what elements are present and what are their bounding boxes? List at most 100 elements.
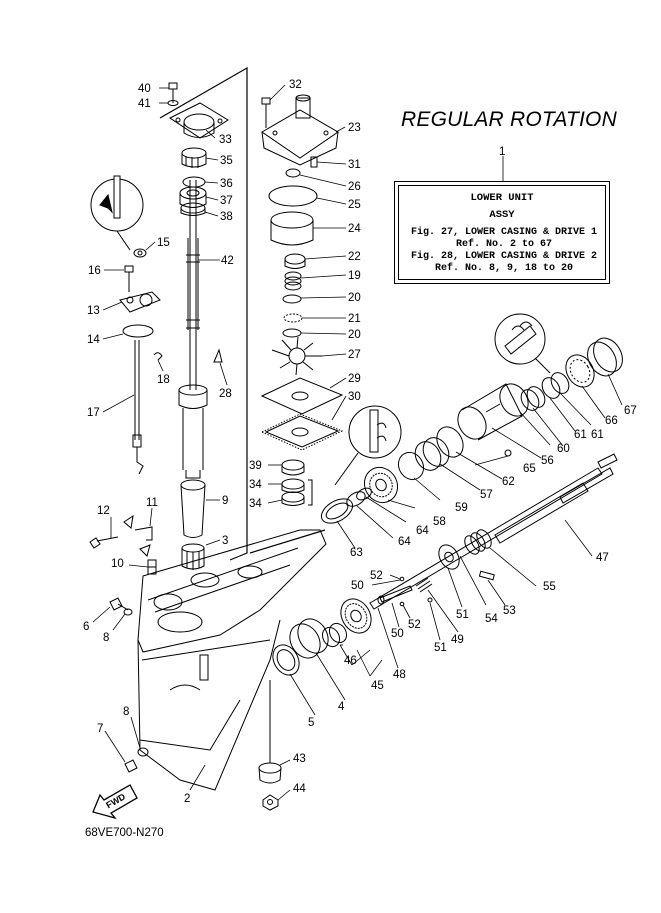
- part-label: 63: [350, 547, 363, 559]
- part-label: 46: [344, 655, 357, 667]
- ring-21: [283, 313, 303, 323]
- o-ring-14: [122, 324, 154, 338]
- key-28: [213, 348, 223, 363]
- part-label: 7: [97, 723, 103, 735]
- pin-65: [504, 449, 512, 457]
- nut-44: [262, 794, 279, 811]
- reverse-gear-48: [340, 598, 372, 634]
- part-label: 10: [111, 558, 124, 570]
- part-label: 33: [219, 134, 232, 146]
- pump-housing-23: [261, 94, 339, 166]
- part-label: 65: [523, 463, 536, 475]
- bracket-34: [308, 479, 313, 506]
- gasket-30: [260, 413, 344, 451]
- housing-33: [169, 102, 229, 139]
- shift-lever-13: [119, 291, 161, 313]
- part-label: 2: [184, 793, 190, 805]
- seal-22: [284, 253, 306, 269]
- part-label: 14: [87, 334, 100, 346]
- part-label: 64: [416, 525, 429, 537]
- part-label: 24: [348, 223, 361, 235]
- washer-20-b: [282, 328, 302, 338]
- diagram-code: 68VE700-N270: [85, 827, 164, 839]
- part-label: 53: [503, 605, 516, 617]
- part-label: 19: [348, 270, 361, 282]
- part-label: 37: [220, 195, 233, 207]
- bolt-16: [124, 265, 134, 292]
- part-label: 20: [348, 329, 361, 341]
- seal-37: [179, 186, 207, 208]
- bearing-3: [181, 543, 205, 570]
- part-label: 26: [348, 181, 361, 193]
- screw-12: [89, 536, 119, 549]
- plunger-50: [377, 585, 413, 605]
- part-label: 8: [123, 706, 129, 718]
- o-ring-25: [268, 185, 318, 207]
- part-label: 54: [485, 613, 498, 625]
- spring-19: [284, 271, 302, 291]
- part-label: 52: [370, 570, 383, 582]
- part-label: 27: [348, 349, 361, 361]
- part-label: 35: [220, 155, 233, 167]
- lower-casing-2: [137, 529, 327, 791]
- fwd-arrow: [92, 784, 138, 820]
- part-label: 51: [434, 642, 447, 654]
- part-label: 64: [398, 536, 411, 548]
- part-label: 47: [596, 552, 609, 564]
- part-label: 21: [348, 313, 361, 325]
- part-label: 6: [83, 621, 89, 633]
- bolt-32: [261, 97, 271, 128]
- gear-58: [363, 466, 399, 504]
- ball-51: [427, 597, 433, 603]
- ball-52-b: [399, 601, 405, 607]
- part-label: 49: [451, 634, 464, 646]
- part-label: 28: [219, 388, 232, 400]
- washer-8-a: [123, 608, 133, 616]
- o-ring-62: [436, 426, 464, 458]
- shim-5: [272, 644, 300, 676]
- ring-nut-67: [587, 337, 623, 377]
- leader-lines: [92, 84, 623, 801]
- assembly-info-box: LOWER UNIT ASSY Fig. 27, LOWER CASING & …: [394, 181, 610, 284]
- drive-shaft-42: [178, 180, 208, 479]
- part-label: 52: [408, 619, 421, 631]
- bearing-34-b: [281, 491, 305, 506]
- part-label: 50: [391, 628, 404, 640]
- part-label: 31: [348, 159, 361, 171]
- part-label: 13: [87, 305, 100, 317]
- part-label: 25: [348, 199, 361, 211]
- plate-29: [260, 377, 344, 415]
- part-label: 11: [146, 497, 158, 509]
- part-label: 34: [249, 498, 262, 510]
- shim-64-a: [346, 491, 366, 507]
- dog-clutch-54: [438, 544, 460, 570]
- part-label: 20: [348, 292, 361, 304]
- part-label: 55: [543, 581, 556, 593]
- part-label: 15: [157, 237, 170, 249]
- part-label: 40: [138, 83, 151, 95]
- bearing-57: [414, 437, 450, 471]
- part-label: 48: [393, 669, 406, 681]
- lever-11: [134, 526, 153, 541]
- shim-63: [320, 498, 354, 524]
- part-label: 12: [97, 505, 110, 517]
- info-line-1: LOWER UNIT: [470, 192, 534, 204]
- bearing-34-a: [281, 478, 305, 493]
- sleeve-9: [180, 479, 206, 538]
- part-label: 58: [433, 516, 446, 528]
- impeller-27: [271, 336, 322, 376]
- nut-15: [133, 248, 147, 258]
- spring-55: [464, 529, 492, 555]
- propeller-shaft-47: [369, 453, 618, 610]
- pin-53: [478, 570, 495, 581]
- part-label: 42: [221, 255, 234, 267]
- info-ref-1-numbers: Ref. No. 2 to 67: [455, 239, 552, 250]
- part-label: 5: [308, 717, 314, 729]
- spring-49: [415, 577, 433, 593]
- part-label: 9: [222, 495, 228, 507]
- info-ref-2: Fig. 28, LOWER CASING & DRIVE 2: [410, 251, 598, 262]
- bearing-race-4: [289, 618, 329, 659]
- part-label: 3: [222, 535, 228, 547]
- o-ring-26: [285, 168, 301, 178]
